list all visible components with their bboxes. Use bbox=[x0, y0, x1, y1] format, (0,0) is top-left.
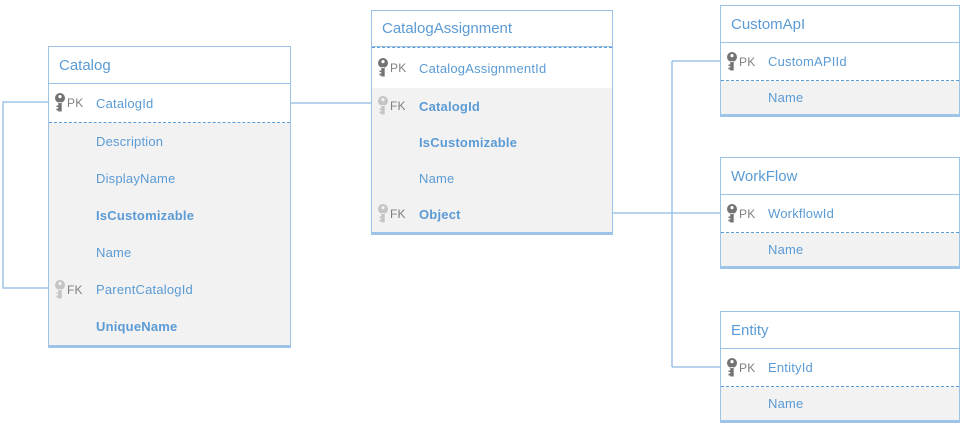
field-row[interactable]: FK Object bbox=[372, 196, 612, 232]
key-cell: PK bbox=[721, 357, 768, 378]
key-cell: FK bbox=[372, 204, 419, 224]
key-cell: PK bbox=[372, 58, 419, 78]
key-separator bbox=[721, 386, 959, 387]
primary-key-icon bbox=[727, 203, 737, 222]
field-group: Name bbox=[721, 81, 959, 114]
field-name: Name bbox=[768, 396, 804, 411]
field-row[interactable]: PK CatalogId bbox=[49, 84, 290, 122]
field-name: Description bbox=[96, 134, 164, 149]
field-name: Name bbox=[96, 245, 132, 260]
key-separator bbox=[721, 232, 959, 233]
key-label: PK bbox=[739, 360, 756, 375]
key-separator bbox=[49, 122, 290, 123]
field-row[interactable]: PK CustomAPIId bbox=[721, 43, 959, 80]
field-row[interactable]: Name bbox=[721, 387, 959, 420]
field-row[interactable]: FK CatalogId bbox=[372, 88, 612, 124]
key-label: FK bbox=[67, 282, 83, 297]
field-row[interactable]: Name bbox=[721, 233, 959, 266]
key-label: FK bbox=[390, 207, 406, 221]
field-name: Name bbox=[419, 170, 455, 186]
field-name: Name bbox=[768, 242, 804, 257]
foreign-key-icon bbox=[55, 279, 65, 298]
entity-workflow[interactable]: WorkFlow PK WorkflowId Name bbox=[720, 157, 960, 269]
field-name: CustomAPIId bbox=[768, 54, 847, 69]
primary-key-icon bbox=[55, 93, 65, 112]
key-separator bbox=[721, 80, 959, 81]
entity-catalogassignment-title[interactable]: CatalogAssignment bbox=[372, 11, 612, 47]
field-name: EntityId bbox=[768, 360, 813, 375]
key-separator bbox=[372, 47, 612, 48]
primary-key-icon bbox=[727, 51, 737, 70]
key-cell: FK bbox=[49, 279, 96, 300]
entity-entity-title[interactable]: Entity bbox=[721, 312, 959, 349]
field-name: ParentCatalogId bbox=[96, 282, 193, 297]
field-group: Description DisplayName IsCustomizable N… bbox=[49, 123, 290, 345]
key-cell: PK bbox=[721, 51, 768, 72]
field-row[interactable]: Description bbox=[49, 123, 290, 160]
field-name: Object bbox=[419, 206, 461, 222]
key-cell: PK bbox=[721, 203, 768, 224]
entity-customapi-title[interactable]: CustomApI bbox=[721, 6, 959, 43]
field-name: IsCustomizable bbox=[96, 208, 195, 223]
field-row[interactable]: Name bbox=[372, 160, 612, 196]
field-group: Name bbox=[721, 233, 959, 266]
field-group: Name bbox=[721, 387, 959, 420]
primary-key-icon bbox=[378, 58, 388, 77]
field-row[interactable]: PK WorkflowId bbox=[721, 195, 959, 232]
relationship-catalog-self[interactable] bbox=[2, 101, 48, 289]
entity-catalog-title[interactable]: Catalog bbox=[49, 47, 290, 84]
key-label: PK bbox=[739, 54, 756, 69]
field-row[interactable]: Name bbox=[49, 234, 290, 271]
field-name: Name bbox=[768, 90, 804, 105]
field-name: CatalogId bbox=[96, 95, 154, 111]
key-label: PK bbox=[739, 206, 756, 221]
key-cell: FK bbox=[372, 96, 419, 116]
field-row[interactable]: PK EntityId bbox=[721, 349, 959, 386]
field-name: CatalogAssignmentId bbox=[419, 60, 547, 76]
field-row[interactable]: Name bbox=[721, 81, 959, 114]
entity-catalogassignment[interactable]: CatalogAssignment PK CatalogAssignmentId… bbox=[371, 10, 613, 235]
key-label: FK bbox=[390, 99, 406, 113]
entity-customapi[interactable]: CustomApI PK CustomAPIId Name bbox=[720, 5, 960, 117]
entity-catalog[interactable]: Catalog PK CatalogId Description Display… bbox=[48, 46, 291, 348]
field-group: FK CatalogId IsCustomizable Name FK Obje… bbox=[372, 88, 612, 232]
field-row[interactable]: FK ParentCatalogId bbox=[49, 271, 290, 308]
foreign-key-icon bbox=[378, 204, 388, 223]
field-name: DisplayName bbox=[96, 171, 176, 186]
field-row[interactable]: PK CatalogAssignmentId bbox=[372, 48, 612, 88]
field-row[interactable]: IsCustomizable bbox=[49, 197, 290, 234]
field-name: UniqueName bbox=[96, 319, 178, 334]
foreign-key-icon bbox=[378, 96, 388, 115]
primary-key-icon bbox=[727, 357, 737, 376]
field-name: CatalogId bbox=[419, 98, 481, 114]
key-label: PK bbox=[390, 61, 407, 75]
key-cell: PK bbox=[49, 93, 96, 113]
key-label: PK bbox=[67, 96, 84, 110]
field-row[interactable]: UniqueName bbox=[49, 308, 290, 345]
entity-workflow-title[interactable]: WorkFlow bbox=[721, 158, 959, 195]
field-row[interactable]: DisplayName bbox=[49, 160, 290, 197]
entity-entity[interactable]: Entity PK EntityId Name bbox=[720, 311, 960, 423]
field-name: IsCustomizable bbox=[419, 134, 518, 150]
field-row[interactable]: IsCustomizable bbox=[372, 124, 612, 160]
field-name: WorkflowId bbox=[768, 206, 835, 221]
